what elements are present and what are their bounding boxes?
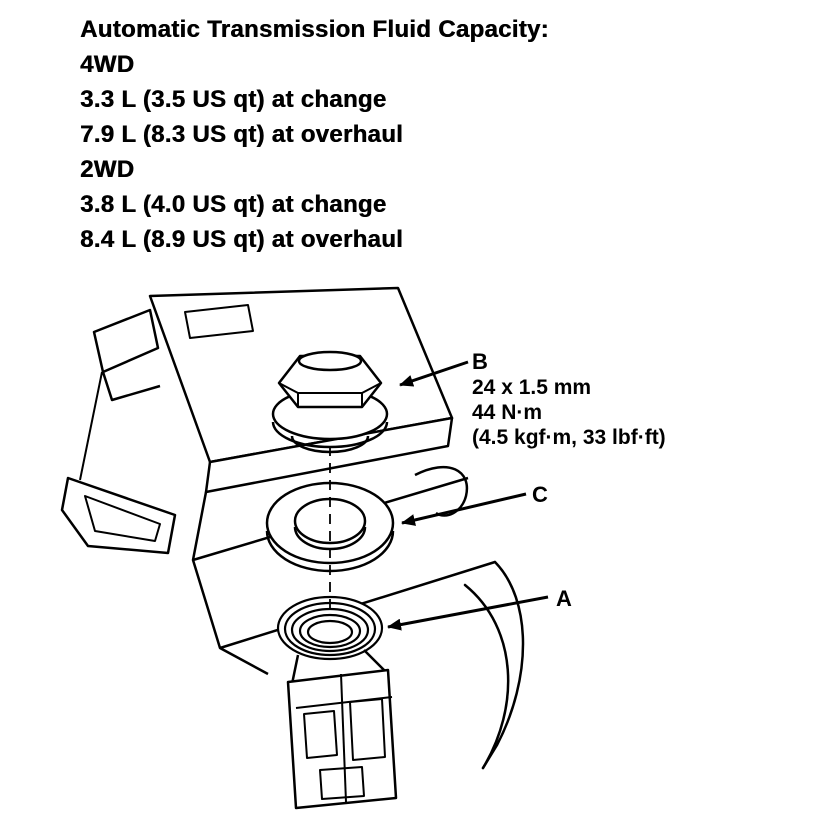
callout-label-a: A [556, 586, 572, 611]
callout-labels: B 24 x 1.5 mm 44 N·m (4.5 kgf·m, 33 lbf·… [472, 349, 666, 611]
torque-spec-nm: 44 N·m [472, 401, 542, 424]
spec-line-drivetrain-4wd: 4WD [80, 51, 135, 78]
mount-block [286, 668, 398, 810]
spec-line-drivetrain-2wd: 2WD [80, 156, 135, 183]
housing-lower-edges [290, 649, 387, 685]
spec-line-2wd-change: 3.8 L (4.0 US qt) at change [80, 191, 387, 218]
callout-label-c: C [532, 482, 548, 507]
spec-line-4wd-overhaul: 7.9 L (8.3 US qt) at overhaul [80, 121, 404, 148]
bracket-hook [463, 560, 525, 770]
torque-spec-bolt-size: 24 x 1.5 mm [472, 376, 591, 399]
callout-arrow-c [401, 492, 527, 526]
fluid-capacity-spec: Automatic Transmission Fluid Capacity: 4… [80, 12, 549, 257]
spec-title: Automatic Transmission Fluid Capacity: [80, 16, 549, 43]
callout-arrows [387, 360, 549, 631]
transmission-housing [60, 286, 454, 676]
torque-spec-kgfm-lbfft: (4.5 kgf·m, 33 lbf·ft) [472, 426, 666, 449]
spec-line-2wd-overhaul: 8.4 L (8.9 US qt) at overhaul [80, 226, 404, 253]
drain-bolt [271, 350, 389, 454]
callout-arrow-b [399, 360, 469, 387]
callout-label-b: B [472, 349, 488, 374]
spec-line-4wd-change: 3.3 L (3.5 US qt) at change [80, 86, 387, 113]
callout-arrow-a [387, 595, 549, 631]
